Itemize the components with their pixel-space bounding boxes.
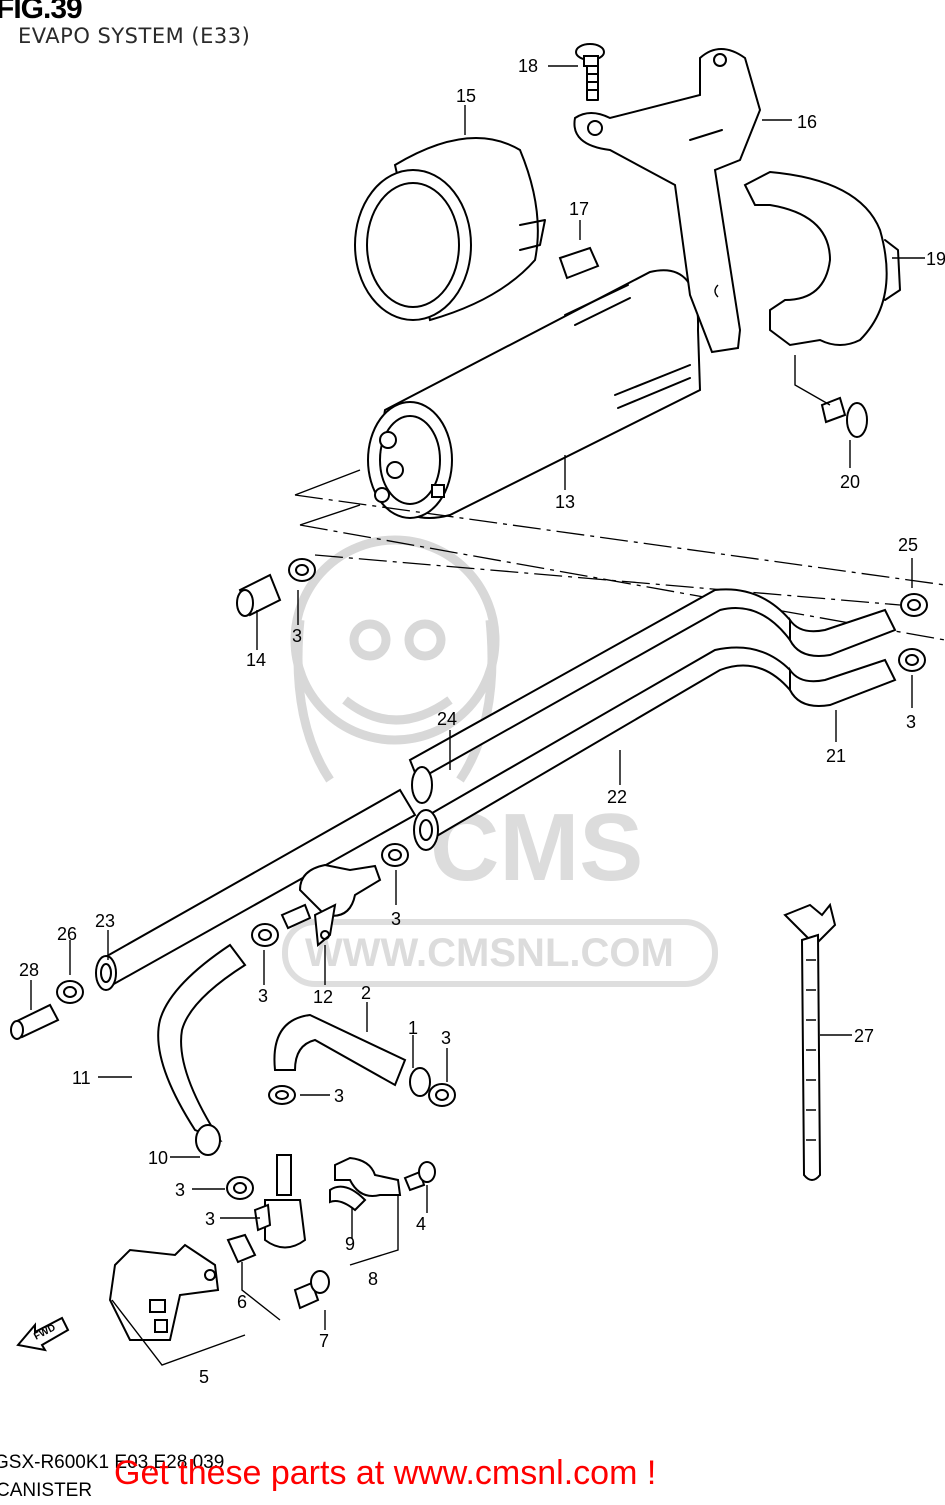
part-bolt-10[interactable] xyxy=(403,1161,436,1192)
clamp-3-lower[interactable] xyxy=(268,1085,296,1105)
callout-14[interactable]: 13 xyxy=(555,492,575,512)
part-joint-4[interactable] xyxy=(253,1154,307,1249)
callout-numbers: 15 17 18 16 19 20 13 25 3 14 3 21 24 22 … xyxy=(19,56,945,1387)
callout-1[interactable]: 1 xyxy=(408,1018,418,1038)
callout-10[interactable]: 4 xyxy=(416,1214,426,1234)
reference-lines xyxy=(294,494,945,641)
callout-3-mid[interactable]: 3 xyxy=(391,909,401,929)
callout-28[interactable]: 28 xyxy=(19,960,39,980)
callout-8[interactable]: 8 xyxy=(368,1269,378,1289)
part-canister-cap[interactable] xyxy=(354,137,546,322)
part-pipe-1[interactable] xyxy=(409,1067,431,1097)
callout-6[interactable]: 6 xyxy=(237,1292,247,1312)
part-cable-tie-27[interactable] xyxy=(783,902,837,1181)
callout-7[interactable]: 7 xyxy=(319,1331,329,1351)
part-clamp-8[interactable] xyxy=(334,1156,402,1197)
part-pipe-28[interactable] xyxy=(10,1003,60,1040)
callout-5[interactable]: 5 xyxy=(199,1367,209,1387)
part-hose-12[interactable] xyxy=(157,943,247,1156)
part-cushion-6[interactable] xyxy=(226,1233,257,1264)
callout-3-top[interactable]: 3 xyxy=(292,626,302,646)
callout-12[interactable]: 11 xyxy=(72,1068,91,1088)
callout-26-left[interactable]: 26 xyxy=(57,924,77,944)
section-name: CANISTER xyxy=(0,1480,93,1501)
callout-2[interactable]: 2 xyxy=(361,983,371,1003)
watermark-mascot-head xyxy=(290,535,500,745)
callout-15[interactable]: 14 xyxy=(246,650,266,670)
callout-9[interactable]: 9 xyxy=(345,1234,355,1254)
forward-arrow: FWD xyxy=(16,1316,70,1352)
callout-4[interactable]: 3 xyxy=(205,1209,215,1229)
part-rubber-9[interactable] xyxy=(329,1185,367,1212)
callout-17[interactable]: 16 xyxy=(797,112,817,132)
part-bolt-19[interactable] xyxy=(575,43,605,101)
clamp-3-lower-right[interactable] xyxy=(428,1083,456,1107)
clamp-3-mid[interactable] xyxy=(381,843,409,867)
callout-25[interactable]: 24 xyxy=(437,709,457,729)
clamp-3-right[interactable] xyxy=(898,648,926,672)
callout-22[interactable]: 21 xyxy=(826,746,846,766)
part-valve-13[interactable] xyxy=(280,863,382,947)
clamps xyxy=(56,558,928,1200)
callout-3-right[interactable]: 3 xyxy=(906,712,916,732)
part-hose-2[interactable] xyxy=(273,1013,407,1087)
callout-3-lower-right[interactable]: 3 xyxy=(441,1028,451,1048)
clamp-26-left[interactable] xyxy=(56,980,84,1004)
watermark-url: WWW.CMSNL.COM xyxy=(305,931,674,975)
watermark-mascot-mouth xyxy=(342,696,453,725)
part-hose-15[interactable] xyxy=(236,573,282,617)
callout-19[interactable]: 18 xyxy=(518,56,538,76)
watermark-mascot-eye-left xyxy=(349,619,391,661)
clamp-3-bottom[interactable] xyxy=(226,1176,254,1200)
leader-lines xyxy=(30,65,925,1366)
model-code: GSX-R600K1 E03,E28 039 xyxy=(0,1452,225,1473)
callout-23[interactable]: 22 xyxy=(607,787,627,807)
part-hose-25[interactable] xyxy=(408,588,791,804)
part-hose-24[interactable] xyxy=(95,788,417,991)
watermark: CMS WWW.CMSNL.COM xyxy=(282,535,718,987)
watermark-url-pill xyxy=(282,919,718,987)
callout-13[interactable]: 12 xyxy=(313,987,333,1007)
callout-3-lower[interactable]: 3 xyxy=(334,1086,344,1106)
figure-title: EVAPO SYSTEM (E33) xyxy=(18,24,251,48)
callout-11[interactable]: 10 xyxy=(148,1148,168,1168)
promo-link[interactable]: Get these parts at www.cmsnl.com ! xyxy=(114,1454,657,1492)
part-bracket-5[interactable] xyxy=(108,1243,220,1341)
watermark-mascot-eye-right xyxy=(404,619,446,661)
callout-27[interactable]: 27 xyxy=(854,1026,874,1046)
part-bracket[interactable] xyxy=(573,48,762,354)
part-hose-22[interactable] xyxy=(789,608,897,707)
callout-20[interactable]: 19 xyxy=(926,249,945,269)
callout-3-bottom[interactable]: 3 xyxy=(175,1180,185,1200)
part-hose-23[interactable] xyxy=(413,646,791,851)
part-holder-band[interactable] xyxy=(743,170,901,347)
part-canister[interactable] xyxy=(294,269,702,526)
part-cushion-pad[interactable] xyxy=(558,246,600,280)
callout-21[interactable]: 20 xyxy=(840,472,860,492)
clamp-3-top[interactable] xyxy=(288,558,316,582)
callout-18[interactable]: 17 xyxy=(569,199,589,219)
callout-16[interactable]: 15 xyxy=(456,86,476,106)
callout-24[interactable]: 23 xyxy=(95,911,115,931)
figure-number: FIG.39 xyxy=(0,0,83,25)
callout-3-left[interactable]: 3 xyxy=(258,986,268,1006)
callout-26-right[interactable]: 25 xyxy=(898,535,918,555)
clamp-3-left[interactable] xyxy=(251,923,279,947)
part-screw-7[interactable] xyxy=(293,1270,330,1310)
watermark-mascot-outline xyxy=(293,619,497,783)
clamp-26-top[interactable] xyxy=(900,593,928,617)
